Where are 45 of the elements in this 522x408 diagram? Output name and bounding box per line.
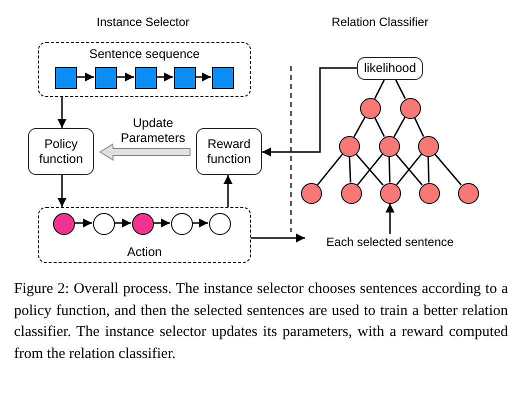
process-box <box>28 128 94 175</box>
section-heading: Instance Selector <box>96 14 190 31</box>
box-label: Reward function <box>206 136 252 166</box>
sentence-square <box>135 67 157 89</box>
connector-line <box>395 80 406 99</box>
connector-line <box>393 116 406 138</box>
arrow <box>58 97 66 128</box>
box-label: Sentence sequence <box>89 47 200 62</box>
connector-line <box>317 154 343 186</box>
connector-line <box>427 156 430 183</box>
arrow <box>58 175 66 207</box>
arrow <box>386 204 394 234</box>
connector-line <box>434 154 462 186</box>
arrow <box>74 218 92 228</box>
connector-line <box>374 80 385 99</box>
arrow <box>156 72 173 82</box>
connector-line <box>388 156 391 183</box>
sentence-square <box>174 67 196 89</box>
sentence-square <box>95 67 117 89</box>
section-heading: Relation Classifier <box>332 14 428 31</box>
process-box <box>196 128 262 175</box>
connector-line <box>374 117 385 137</box>
input-label: Each selected sentence <box>326 234 454 251</box>
connector-line <box>414 117 424 137</box>
dashed-group-box <box>38 207 251 263</box>
connector-line <box>353 116 366 138</box>
arrow <box>262 67 357 156</box>
dashed-group-box <box>38 42 251 97</box>
connector-line <box>348 156 352 183</box>
hollow-arrow <box>99 143 190 161</box>
output-box <box>357 57 423 80</box>
arrow <box>153 218 170 228</box>
box-label: Action <box>127 245 162 260</box>
figure-caption: Figure 2: Overall process. The instance selector chooses sentences according to a policy function, and then the selected sentences are used to train a better relation classifier. The instance selector updates its parameters, with a reward computed from the relation classifier. <box>14 280 508 364</box>
arrow <box>76 72 94 82</box>
sentence-square <box>212 67 234 89</box>
arrow <box>224 175 232 207</box>
arrow <box>195 72 211 82</box>
arrow <box>114 218 131 228</box>
arrow <box>116 72 134 82</box>
arrow <box>192 218 208 228</box>
box-label: likelihood <box>364 61 416 76</box>
sentence-square <box>55 67 77 89</box>
box-label: Policy function <box>38 136 84 166</box>
arrow <box>251 234 305 242</box>
